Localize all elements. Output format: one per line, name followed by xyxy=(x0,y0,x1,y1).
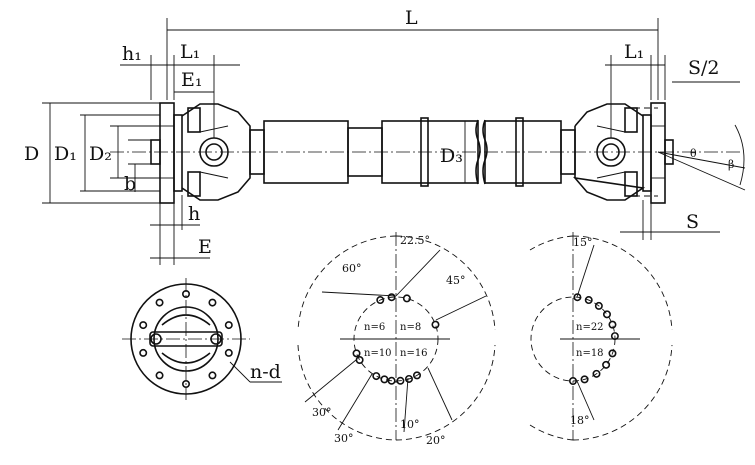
dim-h: h xyxy=(188,203,200,225)
pattern-bolt-hole xyxy=(584,296,593,305)
pattern-bolt-hole xyxy=(594,301,603,310)
flange-bolt-hole xyxy=(139,321,148,330)
dim-D2: D₂ xyxy=(89,143,112,165)
angle-22-5: 22.5° xyxy=(400,234,430,247)
flange-end-view: n-d xyxy=(122,278,282,400)
dim-D3: D₃ xyxy=(440,145,463,167)
pattern-bolt-hole xyxy=(602,360,611,369)
dim-theta: θ xyxy=(690,147,697,160)
pattern-bolt-hole xyxy=(372,372,381,381)
dim-L1-left: L₁ xyxy=(180,41,200,63)
pattern-bolt-hole xyxy=(412,371,421,380)
pattern-bolt-hole xyxy=(396,376,405,385)
bolt-pattern-diagram-right: 15° 18° n=22 n=18 xyxy=(529,232,673,441)
count-n16: n=16 xyxy=(400,348,428,359)
dim-b: b xyxy=(124,173,136,195)
flange-bolt-hole xyxy=(182,379,191,388)
cardan-shaft-side-view xyxy=(110,102,740,204)
dim-S: S xyxy=(686,211,699,233)
count-n10: n=10 xyxy=(364,348,392,359)
dim-beta: β xyxy=(728,158,734,171)
angle-18: 18° xyxy=(570,414,590,427)
pattern-bolt-hole xyxy=(387,376,396,385)
count-n6: n=6 xyxy=(364,322,385,333)
angle-15: 15° xyxy=(573,236,593,249)
dim-L1-right: L₁ xyxy=(624,41,644,63)
dim-h1: h₁ xyxy=(122,43,142,65)
dim-E1: E₁ xyxy=(181,69,203,91)
flange-bolt-hole xyxy=(182,289,191,298)
pattern-bolt-hole xyxy=(568,376,577,385)
dim-S-half: S/2 xyxy=(688,57,720,79)
dimension-lines xyxy=(42,18,746,265)
flange-bolt-hole xyxy=(224,321,233,330)
flange-bolt-hole xyxy=(208,298,217,307)
pattern-bolt-hole xyxy=(402,294,411,303)
flange-bolt-hole xyxy=(155,371,164,380)
hole-spec-label: n-d xyxy=(250,361,281,383)
angle-30-upper: 30° xyxy=(312,406,332,419)
angle-60: 60° xyxy=(342,262,362,275)
pattern-bolt-hole xyxy=(610,332,619,341)
angle-30-lower: 30° xyxy=(334,432,354,445)
dim-L: L xyxy=(405,7,418,29)
dim-E: E xyxy=(198,236,212,258)
pattern-bolt-hole xyxy=(608,349,617,358)
count-n8: n=8 xyxy=(400,322,421,333)
dim-D: D xyxy=(24,143,39,165)
pattern-bolt-hole xyxy=(608,320,617,329)
angle-45: 45° xyxy=(446,274,466,287)
flange-bolt-hole xyxy=(208,371,217,380)
pattern-bolt-hole xyxy=(352,349,361,358)
pattern-bolt-hole xyxy=(580,375,589,384)
dimension-labels: L h₁ L₁ E₁ L₁ S/2 D D₁ D₂ D₃ b h E S θ β xyxy=(24,7,734,258)
flange-bolt-hole xyxy=(139,348,148,357)
flange-bolt-hole xyxy=(155,298,164,307)
count-n18: n=18 xyxy=(576,348,604,359)
pattern-bolt-hole xyxy=(573,293,582,302)
pattern-bolt-hole xyxy=(404,374,413,383)
pattern-bolt-hole xyxy=(602,310,611,319)
dim-D1: D₁ xyxy=(54,143,77,165)
count-n22: n=22 xyxy=(576,322,604,333)
pattern-bolt-hole xyxy=(380,375,389,384)
pattern-bolt-hole xyxy=(376,296,385,305)
angle-10: 10° xyxy=(400,418,420,431)
bolt-pattern-diagram-left: 22.5° 60° 45° 30° 30° 10° 20° n=6 n=8 n=… xyxy=(297,232,496,447)
pattern-bolt-hole xyxy=(387,293,396,302)
angle-20: 20° xyxy=(426,434,446,447)
pattern-bolt-hole xyxy=(431,320,440,329)
pattern-bolt-hole xyxy=(592,369,601,378)
pattern-bolt-hole xyxy=(355,355,364,364)
flange-bolt-hole xyxy=(224,348,233,357)
